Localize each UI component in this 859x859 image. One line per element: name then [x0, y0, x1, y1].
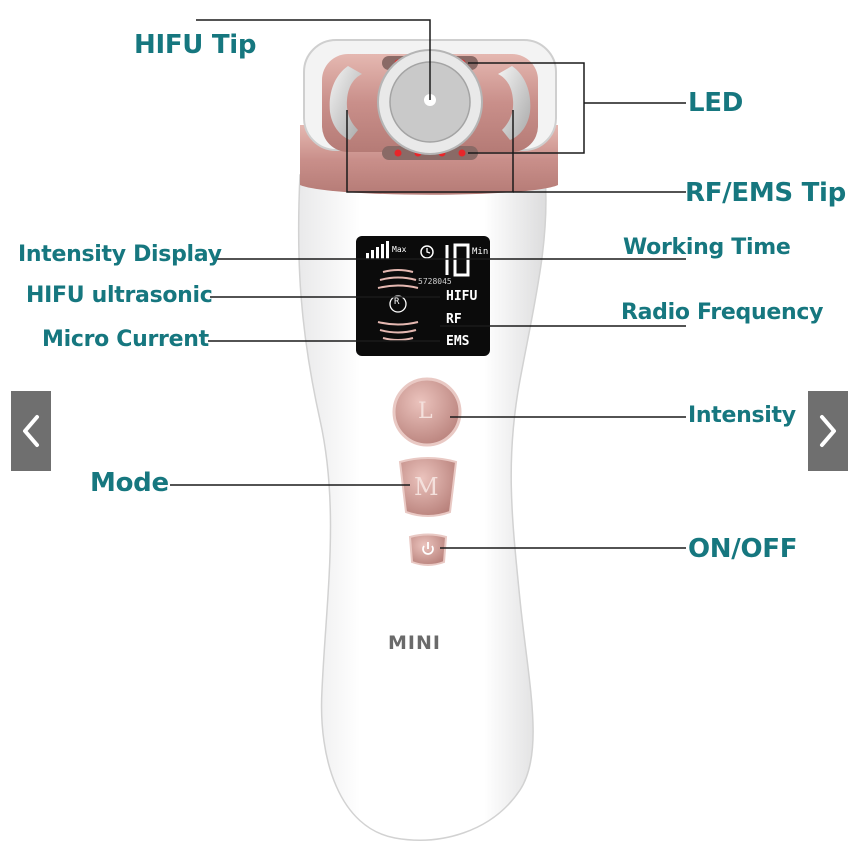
chevron-left-icon — [23, 415, 39, 447]
brand-logo: MINI — [388, 632, 441, 654]
label-led: LED — [688, 88, 744, 118]
label-intensity-display: Intensity Display — [18, 242, 222, 267]
r-mark-icon — [389, 295, 407, 313]
wave-arcs-icon — [377, 269, 419, 341]
label-working-time: Working Time — [623, 235, 791, 260]
lcd-serial: 5728045 — [418, 277, 452, 286]
power-icon — [422, 542, 434, 555]
rf-electrode-right — [498, 66, 531, 140]
label-micro-current: Micro Current — [42, 327, 209, 352]
lcd-max: Max — [392, 245, 407, 254]
label-on-off: ON/OFF — [688, 534, 798, 564]
lcd-r-mark: R — [394, 297, 400, 307]
power-button-shape — [408, 533, 448, 566]
label-hifu-tip: HIFU Tip — [134, 30, 257, 60]
mode-button-letter: M — [414, 473, 439, 501]
lcd-min: Min — [472, 247, 489, 257]
prev-image-button[interactable] — [11, 391, 51, 471]
next-image-button[interactable] — [808, 391, 848, 471]
lcd-rf: RF — [446, 312, 462, 327]
intensity-button-shape — [392, 377, 462, 447]
label-intensity: Intensity — [688, 403, 796, 428]
intensity-button-letter: L — [418, 399, 433, 424]
chevron-right-icon — [820, 415, 836, 447]
lcd-ems: EMS — [446, 334, 470, 349]
callout-lines — [170, 19, 686, 549]
label-radio-frequency: Radio Frequency — [621, 300, 824, 325]
clock-icon — [420, 245, 434, 259]
time-digits — [445, 243, 470, 277]
label-mode: Mode — [90, 468, 169, 498]
label-hifu-ultrasonic: HIFU ultrasonic — [26, 283, 213, 308]
lcd-hifu: HIFU — [446, 289, 478, 304]
mode-button-shape — [398, 457, 458, 517]
label-rf-ems-tip: RF/EMS Tip — [685, 178, 846, 208]
rf-electrode-left — [329, 66, 362, 140]
signal-bars-icon — [366, 241, 389, 259]
